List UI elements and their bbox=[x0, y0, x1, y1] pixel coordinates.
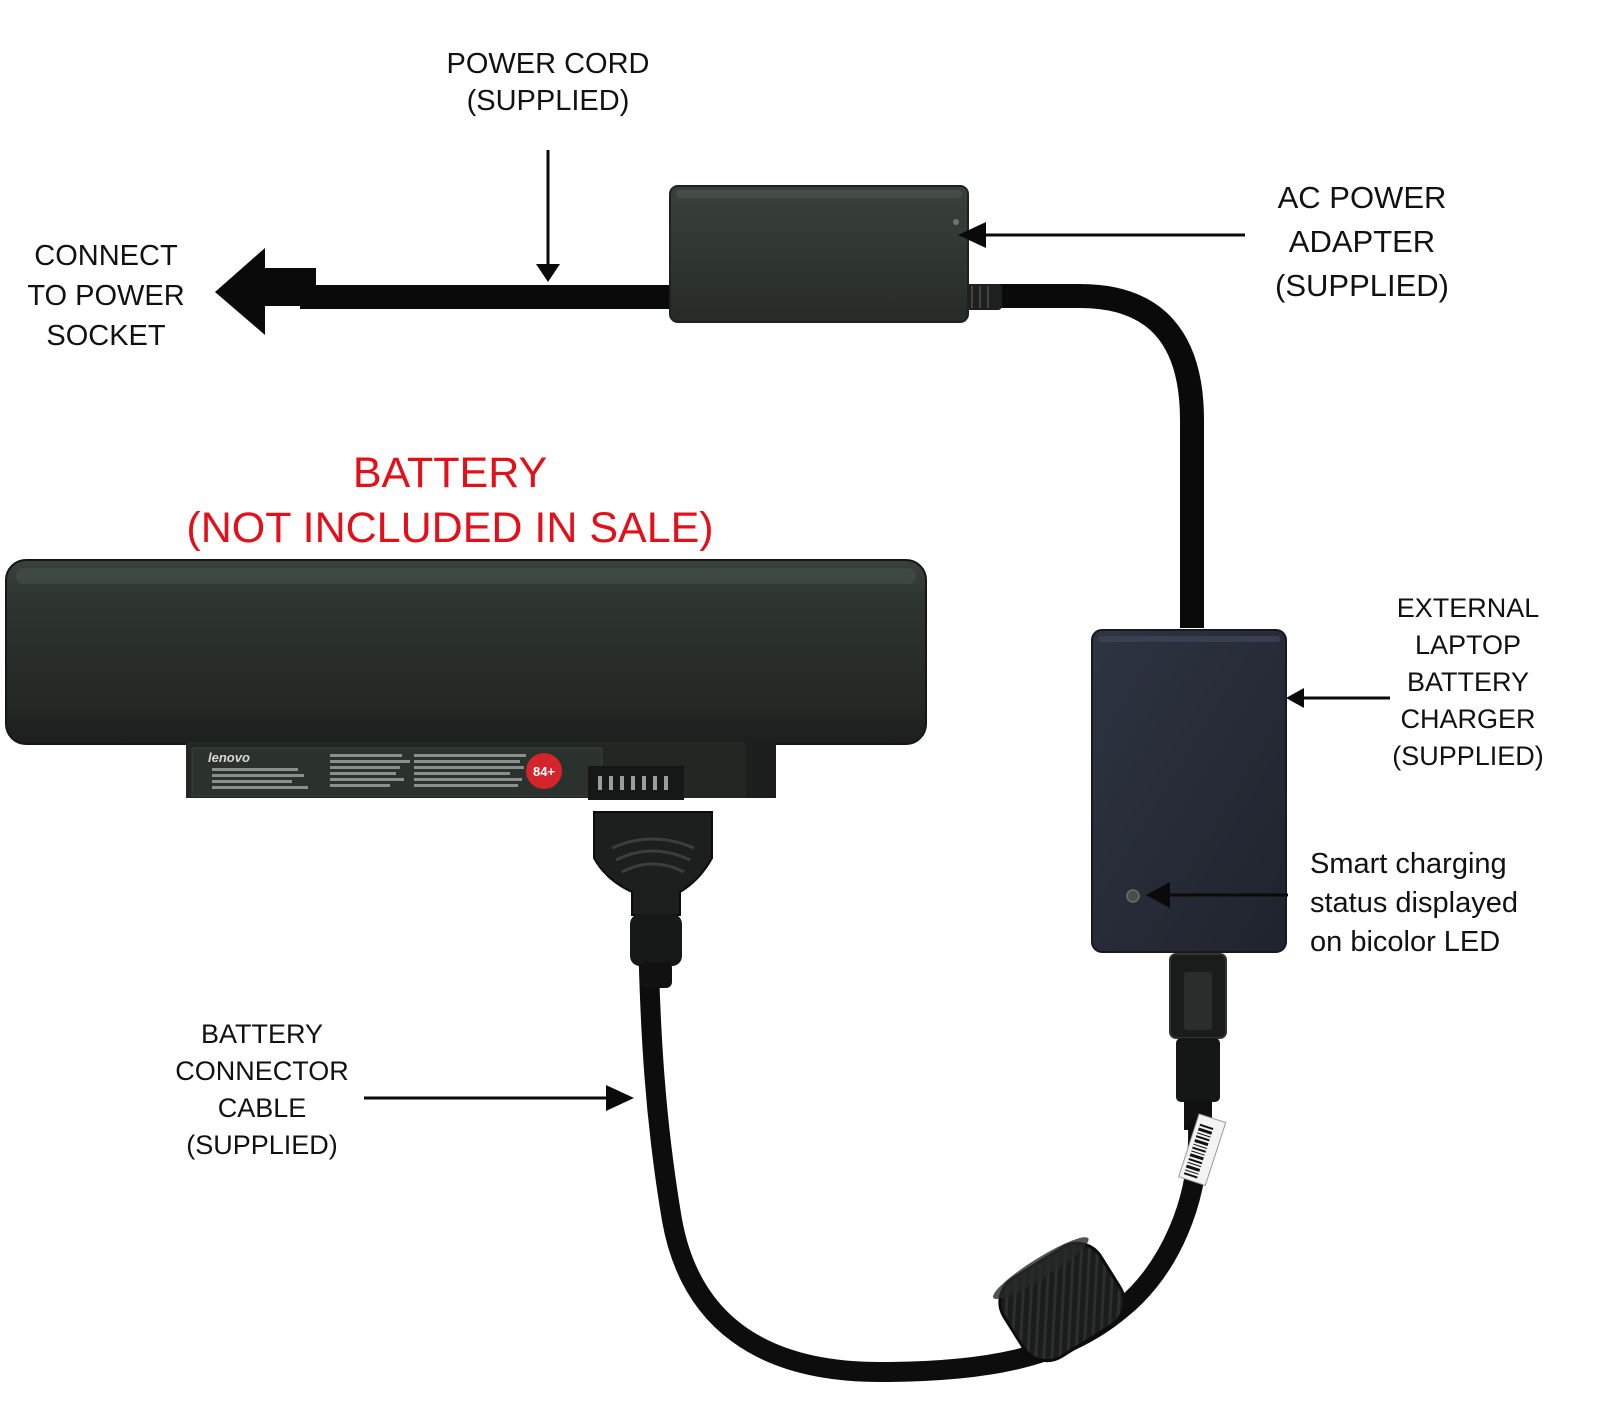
power-cord-label: POWER CORD (SUPPLIED) bbox=[446, 48, 650, 117]
connect-socket-label: CONNECT TO POWER SOCKET bbox=[27, 240, 185, 352]
battery-title-label: BATTERY (NOT INCLUDED IN SALE) bbox=[186, 449, 714, 552]
external-charger-label: EXTERNAL LAPTOP BATTERY CHARGER (SUPPLIE… bbox=[1392, 593, 1544, 771]
charger-output-plug bbox=[1169, 953, 1227, 1130]
external-charger bbox=[1091, 629, 1287, 953]
battery-connector-cable-path bbox=[638, 920, 1209, 1383]
adapter-to-charger-cable bbox=[985, 284, 1204, 628]
battery-badge-text: 84+ bbox=[533, 764, 555, 779]
ac-adapter-label: AC POWER ADAPTER (SUPPLIED) bbox=[1275, 180, 1449, 303]
barcode-sticker bbox=[1178, 1113, 1227, 1187]
battery-badge bbox=[526, 753, 562, 789]
connector-cable-label: BATTERY CONNECTOR CABLE (SUPPLIED) bbox=[175, 1019, 349, 1160]
ferrite-bead bbox=[993, 1237, 1126, 1363]
arrows bbox=[364, 150, 1390, 1111]
adapter-strain-relief bbox=[962, 284, 1002, 310]
battery-brand: lenovo bbox=[208, 750, 250, 765]
laptop-battery bbox=[5, 559, 927, 800]
battery-connector-plug bbox=[593, 811, 713, 988]
smart-charging-label: Smart charging status displayed on bicol… bbox=[1310, 848, 1518, 958]
power-cord bbox=[215, 248, 672, 335]
bicolor-led bbox=[1126, 889, 1140, 903]
ac-power-adapter bbox=[669, 185, 969, 323]
